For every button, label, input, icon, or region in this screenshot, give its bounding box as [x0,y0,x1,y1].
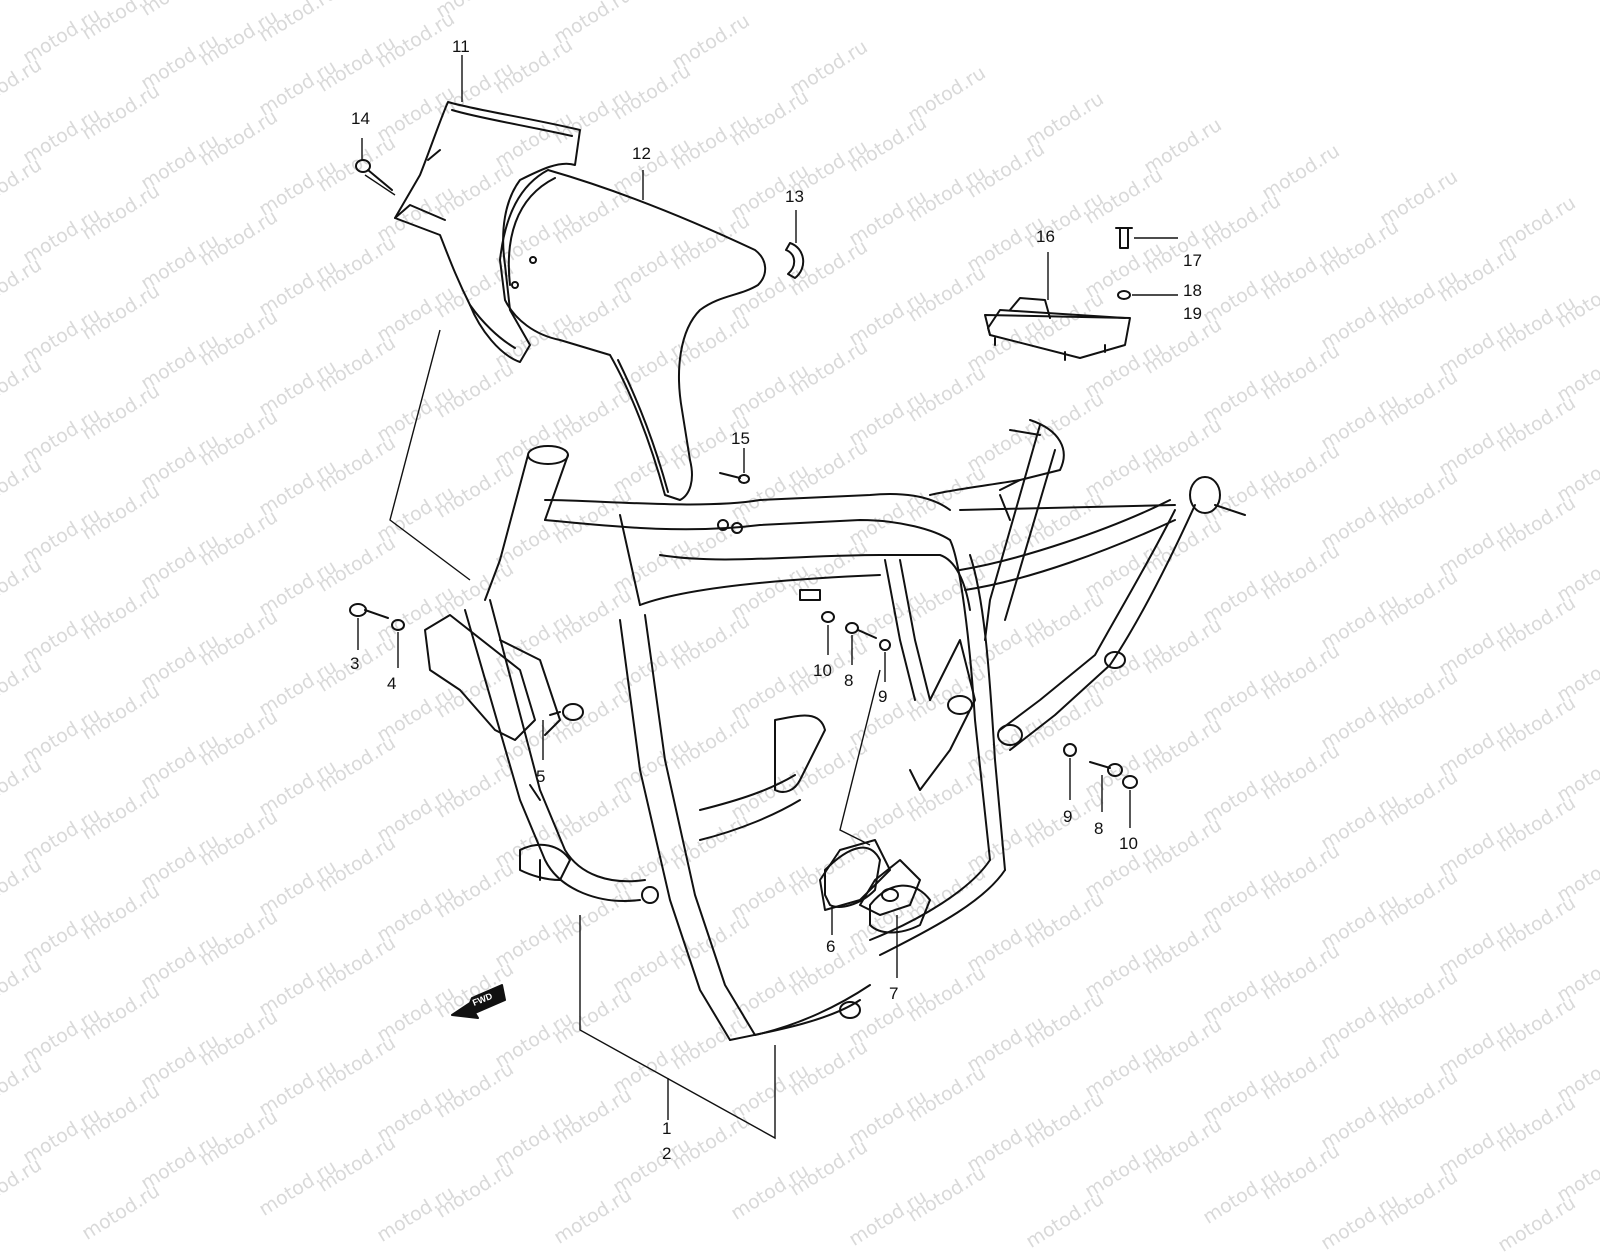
callout-8a: 8 [844,671,854,690]
fwd-arrow-icon [451,984,506,1019]
callout-14: 14 [351,109,370,128]
side-cover-part-11 [394,101,581,363]
callout-17: 17 [1183,251,1202,270]
callout-9a: 9 [878,687,888,706]
bracket-part-16 [984,227,1133,361]
frame-drawing: FWD [349,55,1246,1140]
callout-11: 11 [452,37,470,56]
callout-6: 6 [826,937,836,956]
leader-frame-bottom [579,915,776,1140]
callout-10b: 10 [1119,834,1138,853]
plate-part-6 [824,846,881,908]
callout-1: 1 [662,1119,672,1138]
leader-plate-6 [839,669,881,846]
callout-8b: 8 [1094,819,1104,838]
damper-part-5 [549,703,584,721]
clip-part-13 [785,242,805,279]
callout-10a: 10 [813,661,832,680]
leader-frame-left [389,329,471,581]
callout-12: 12 [632,144,651,163]
callout-5: 5 [536,767,546,786]
callout-13: 13 [785,187,804,206]
bolt-part-8b [1089,761,1123,777]
callout-19: 19 [1183,304,1202,323]
washer-part-9b [1063,743,1077,757]
washer-part-4 [391,619,405,631]
plate-part-7 [869,884,931,934]
callout-9b: 9 [1063,807,1073,826]
bolt-part-14 [355,159,393,191]
callout-2: 2 [662,1144,672,1163]
frame-cover-part-12 [499,169,767,501]
washer-part-9a [879,639,891,651]
callout-18: 18 [1183,281,1202,300]
nut-part-10a [821,611,835,623]
callout-16: 16 [1036,227,1055,246]
callout-3: 3 [350,654,360,673]
leader-cover-14 [364,174,396,196]
bolt-part-3 [349,603,389,619]
callout-15: 15 [731,429,750,448]
bolt-part-15 [719,472,750,484]
callout-7: 7 [889,984,899,1003]
bolt-part-8a [845,622,877,639]
nut-part-10b [1122,775,1138,789]
watermark-text: motod.ru [1494,1191,1580,1257]
callout-4: 4 [387,674,397,693]
